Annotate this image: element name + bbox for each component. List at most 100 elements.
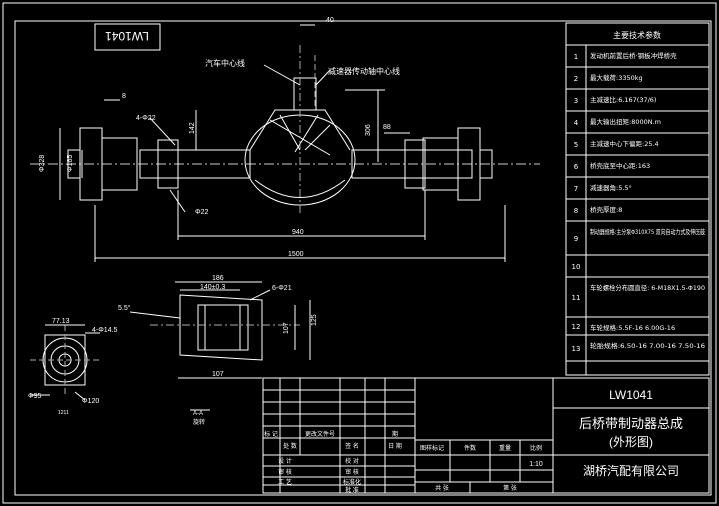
dim-88: 88 — [383, 124, 391, 131]
tech-row: 11 车轮螺栓分布圆直径: 6-M18X1.5-Φ190 — [566, 283, 709, 318]
rotated-code-box: LW1041 — [94, 23, 161, 51]
drawing-name-line1: 后桥带制动器总成 — [579, 416, 683, 431]
rev-sign: 签 名 — [345, 442, 359, 450]
tech-row: 12 车轮规格:5.5F-16 6.00G-16 — [566, 323, 709, 336]
title-block-text: LW1041 后桥带制动器总成 (外形图) 湖桥汽配有限公司 1:10 图样标记… — [264, 388, 683, 494]
tech-row-no: 13 — [572, 345, 581, 353]
dim-125: 125 — [311, 314, 318, 326]
tech-row-text: 制动器规格:主分泵Φ310X75 双向自动力式及伸压鼓 — [590, 227, 705, 236]
dim-4phi145: 4-Φ14.5 — [92, 327, 118, 334]
tech-row-no: 7 — [574, 185, 578, 193]
section-label: A-A — [193, 411, 203, 417]
dim-328: Φ328 — [39, 155, 46, 172]
sheet-total: 共 张 — [435, 484, 449, 492]
tech-row-text: 桥壳厚度:8 — [590, 205, 622, 214]
vehicle-centerline-label: 汽车中心线 — [205, 58, 245, 68]
date-short: 期 — [392, 430, 398, 438]
tech-row: 10 — [566, 263, 709, 278]
col-ratio: 比例 — [530, 444, 542, 452]
tech-row-text: 桥壳底至中心距:163 — [590, 161, 650, 170]
std-label: 标准化 — [343, 478, 361, 486]
rev-count: 处 数 — [283, 442, 297, 450]
tech-table-header: 主要技术参数 — [613, 30, 661, 40]
tech-row-text: 减速器角:5.5° — [590, 183, 632, 192]
dim-8: 8 — [122, 93, 126, 100]
tech-row-no: 2 — [574, 75, 578, 83]
section-view — [30, 281, 311, 411]
dim-phi120: Φ120 — [82, 398, 99, 405]
section-sub: 旋转 — [193, 418, 205, 426]
tech-row-no: 5 — [574, 141, 578, 149]
dim-107b: 107 — [212, 371, 224, 378]
design-right-label: 校 对 — [345, 457, 359, 465]
drawing-name-line2: (外形图) — [609, 435, 653, 449]
scale-value: 1:10 — [529, 461, 543, 468]
tech-row-no: 9 — [574, 235, 578, 243]
reducer-centerline-label: 减速器传动轴中心线 — [328, 66, 400, 76]
dim-40: 40 — [326, 17, 334, 24]
col-stage: 图样标记 — [420, 444, 444, 452]
axle-dimension-labels: 40 8 4-Φ22 142 306 88 Φ22 940 1500 Φ328 … — [39, 17, 400, 258]
company-name: 湖桥汽配有限公司 — [583, 463, 679, 478]
dim-186: 186 — [212, 275, 224, 282]
tech-row: 5 主减速中心下偏距:25.4 — [566, 139, 709, 156]
drawing-code: LW1041 — [609, 388, 653, 402]
dim-140: 140±0.3 — [200, 284, 225, 291]
dim-6phi21: 6-Φ21 — [272, 285, 292, 292]
tech-row-no: 4 — [574, 119, 579, 127]
tech-row-no: 1 — [574, 53, 578, 61]
tech-row-text: 车轮规格:5.5F-16 6.00G-16 — [590, 323, 675, 332]
dim-5-5-deg: 5.5° — [118, 304, 131, 312]
dim-107a: 107 — [283, 322, 290, 334]
rev-doc: 更改文件号 — [305, 430, 335, 438]
check-right-label: 审 核 — [345, 468, 359, 476]
tech-row: 7 减速器角:5.5° — [566, 183, 709, 200]
dim-1211: 1211 — [58, 410, 69, 416]
rev-mark: 标 记 — [264, 430, 278, 438]
tech-row: 8 桥壳厚度:8 — [566, 205, 709, 222]
dim-phi95: Φ95 — [28, 393, 41, 400]
tech-row: 13 轮胎规格:6.50-16 7.00-16 7.50-16 — [566, 341, 709, 362]
tech-row-no: 3 — [574, 97, 578, 105]
dim-4phi22: 4-Φ22 — [136, 115, 156, 122]
dim-1500: 1500 — [288, 251, 304, 258]
tech-row: 9 制动器规格:主分泵Φ310X75 双向自动力式及伸压鼓 — [566, 227, 709, 256]
tech-row: 4 最大输出扭矩:8000N.m — [566, 117, 709, 134]
dim-306: 306 — [365, 124, 372, 136]
dim-940: 940 — [292, 229, 304, 236]
tech-row: 6 桥壳底至中心距:163 — [566, 161, 709, 178]
rotated-code: LW1041 — [105, 29, 149, 43]
tech-row-no: 11 — [572, 294, 581, 302]
tech-row: 2 最大载荷:3350kg — [566, 73, 709, 90]
inner-border — [14, 20, 712, 496]
tech-table: 主要技术参数 1 发动机前置后桥·钢板冲焊桥壳 2 最大载荷:3350kg 3 主减速比:… — [565, 22, 710, 376]
col-weight: 重量 — [499, 444, 511, 452]
tech-row: 1 发动机前置后桥·钢板冲焊桥壳 — [566, 51, 709, 68]
tech-row-text: 主减速中心下偏距:25.4 — [590, 139, 659, 148]
tech-row-text: 轮胎规格:6.50-16 7.00-16 7.50-16 — [590, 341, 705, 350]
tech-row-text: 最大输出扭矩:8000N.m — [590, 117, 661, 126]
tech-row-text: 发动机前置后桥·钢板冲焊桥壳 — [590, 51, 677, 60]
tech-row-text: 主减速比:6.167(37/6) — [590, 95, 656, 104]
sheet-no: 第 张 — [503, 484, 517, 492]
process-label: 工 艺 — [278, 478, 292, 486]
tech-row-no: 6 — [574, 163, 579, 171]
dim-142: 142 — [189, 122, 196, 134]
tech-row: 3 主减速比:6.167(37/6) — [566, 95, 709, 112]
approve-label: 批 准 — [345, 486, 359, 494]
section-dimension-labels: 186 140±0.3 6-Φ21 107 125 107 5.5° 77.13… — [28, 275, 318, 426]
tech-row-text: 车轮螺栓分布圆直径: 6-M18X1.5-Φ190 — [590, 283, 705, 292]
tech-row-no: 10 — [572, 263, 581, 271]
tech-row-text: 最大载荷:3350kg — [590, 73, 643, 82]
axle-front-view — [30, 24, 540, 262]
title-block — [262, 377, 710, 494]
rev-date: 日 期 — [388, 442, 402, 450]
dim-7713: 77.13 — [52, 318, 70, 325]
tech-row-no: 8 — [574, 207, 578, 215]
tech-row-no: 12 — [572, 323, 581, 331]
dim-phi22: Φ22 — [195, 209, 208, 216]
check-label: 审 核 — [278, 468, 292, 476]
dim-165: Φ165 — [67, 155, 74, 172]
